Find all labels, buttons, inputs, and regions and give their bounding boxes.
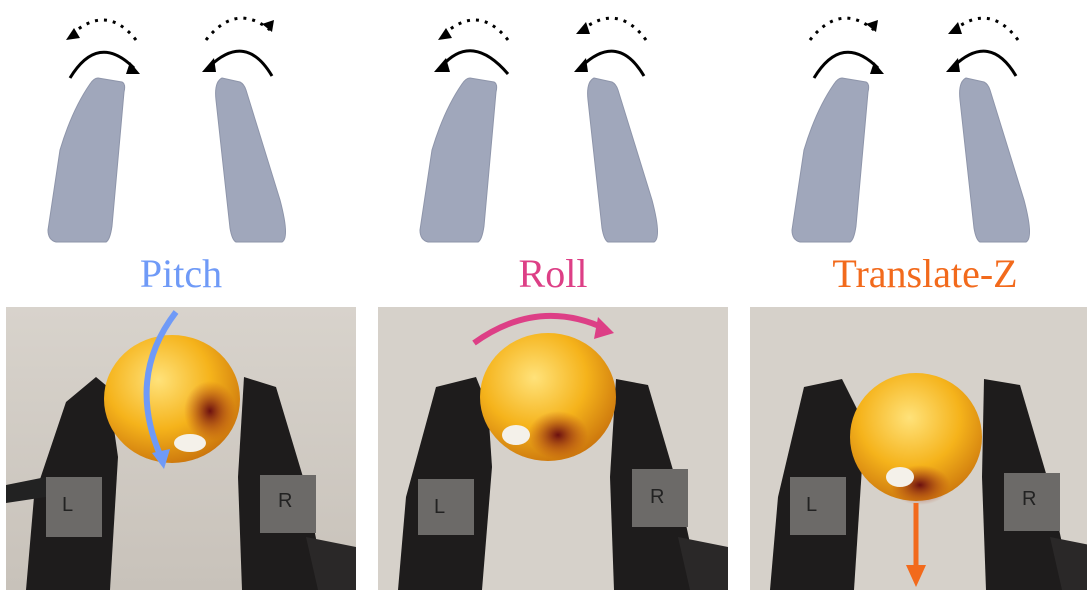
tag-right: R: [278, 490, 292, 512]
fingers-diagram-translate-z: [791, 16, 1030, 243]
left-finger: [791, 77, 870, 243]
left-rotation-arrows-icon: [808, 16, 884, 79]
fruit: [480, 333, 616, 461]
panel-roll: Roll: [372, 0, 734, 590]
gripper-photo-pitch: L R: [6, 307, 356, 590]
gripper-right: [610, 379, 728, 590]
right-finger: [215, 77, 286, 243]
tag-left: L: [806, 494, 817, 516]
left-finger: [419, 77, 498, 243]
translate-z-arrow: [906, 503, 926, 587]
right-rotation-arrows-icon: [574, 16, 648, 77]
fingers-diagram-pitch: [47, 16, 286, 243]
fruit: [104, 335, 240, 463]
fruit: [850, 373, 982, 505]
photo-roll: L R: [378, 307, 728, 590]
fingers-diagram-roll: [419, 16, 658, 243]
gripper-left: [770, 379, 862, 590]
right-rotation-arrows-icon: [202, 16, 274, 77]
panel-title-roll: Roll: [518, 251, 588, 296]
gripper-left: [398, 377, 492, 590]
right-rotation-arrows-icon: [946, 16, 1020, 77]
gripper-right: [238, 377, 356, 590]
panel-translate-z: Translate-Z: [744, 0, 1087, 590]
tag-left: L: [62, 494, 73, 516]
gripper-right: [982, 379, 1087, 590]
left-rotation-arrows-icon: [434, 18, 510, 75]
gripper-left: [6, 377, 118, 590]
left-rotation-arrows-icon: [66, 18, 140, 79]
panel-title-translate-z: Translate-Z: [832, 251, 1018, 296]
panel-pitch: Pitch: [0, 0, 362, 590]
roll-arrow: [472, 312, 614, 346]
gripper-photo-translate-z: L R: [750, 307, 1087, 590]
photo-translate-z: L R: [750, 307, 1087, 590]
tag-right: R: [1022, 488, 1036, 510]
panel-title-pitch: Pitch: [139, 251, 223, 296]
photo-pitch: L R: [6, 307, 356, 590]
pitch-arrow: [143, 310, 179, 469]
right-finger: [587, 77, 658, 243]
tag-right: R: [650, 486, 664, 508]
left-finger: [47, 77, 126, 243]
right-finger: [959, 77, 1030, 243]
tag-left: L: [434, 496, 445, 518]
gripper-photo-roll: L R: [378, 307, 728, 590]
